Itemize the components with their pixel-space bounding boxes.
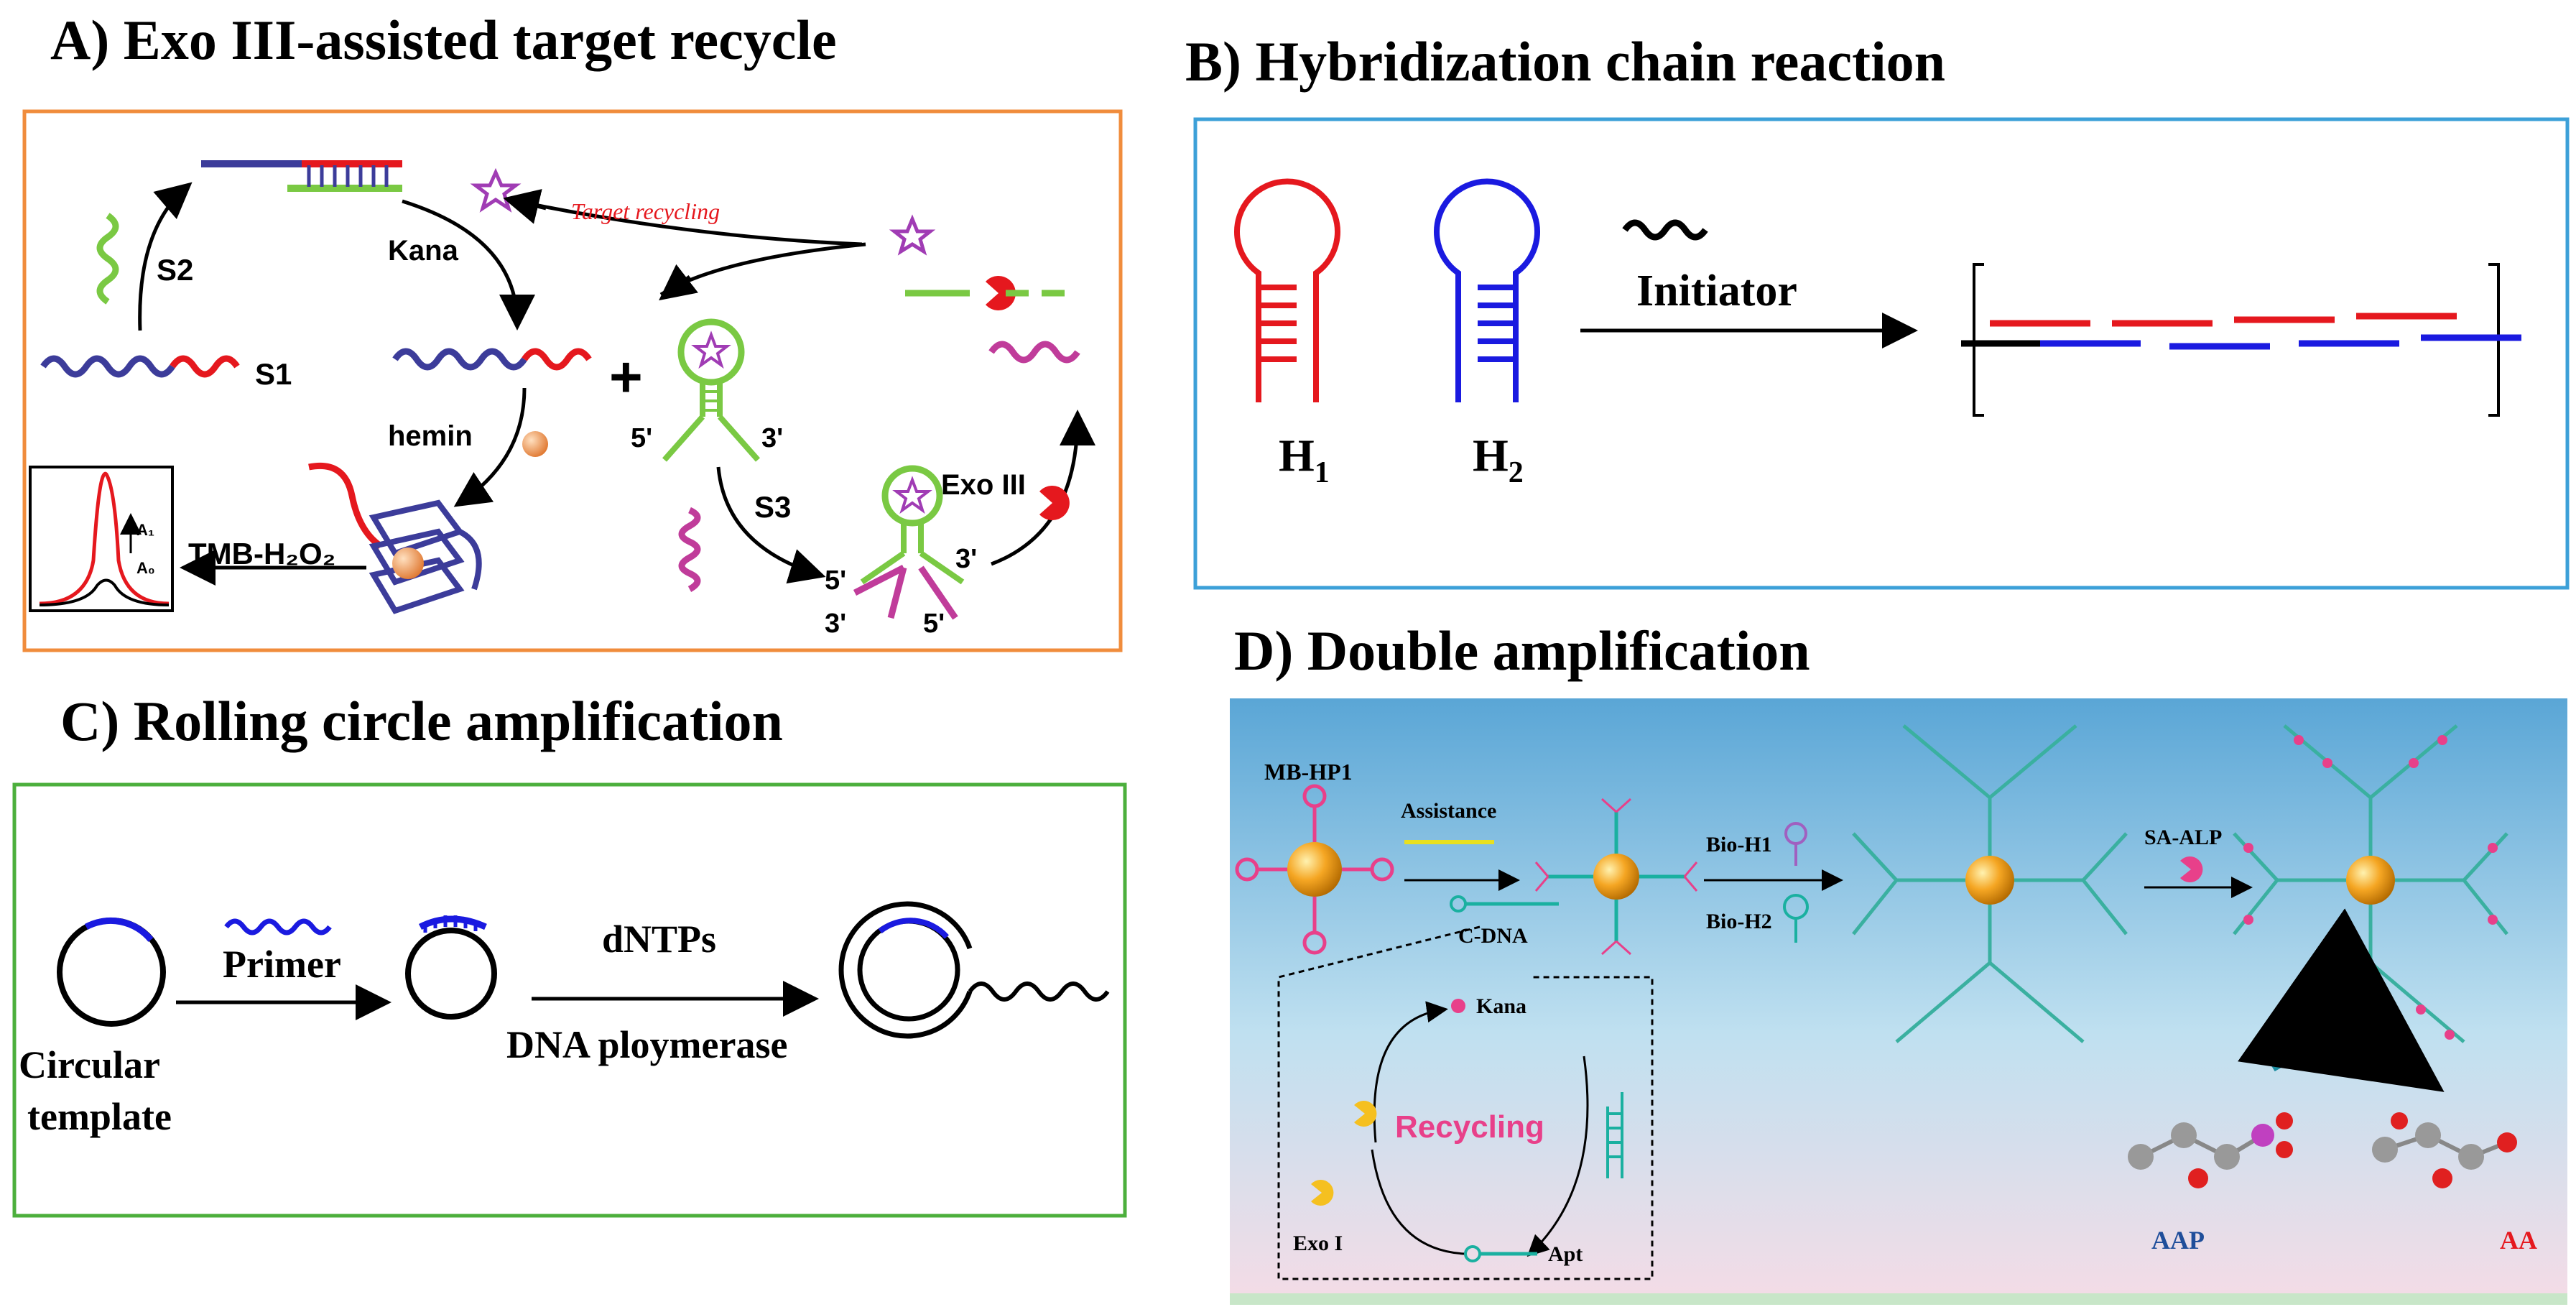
arrow-s1-to-gquad xyxy=(453,387,527,507)
bio-h1-label: Bio-H1 xyxy=(1706,833,1772,856)
panel-d-title: D) Double amplification xyxy=(1234,619,1810,682)
s1-label: S1 xyxy=(255,357,292,391)
exo1-icon-top xyxy=(1354,1101,1377,1127)
arrow-duplex-to-s1 xyxy=(402,199,535,331)
y-3-bottom-label: 3' xyxy=(825,609,846,639)
aa-molecule-icon xyxy=(2372,1112,2517,1188)
panel-b-title: B) Hybridization chain reaction xyxy=(1185,30,1945,93)
duplex-s1-s2 xyxy=(201,160,402,192)
panel-a: A) Exo III-assisted target recycle S1 S2… xyxy=(22,9,1123,652)
exo3-icon xyxy=(1039,486,1070,521)
recycled-kana-star-icon xyxy=(889,214,936,256)
s2-label: S2 xyxy=(157,253,193,287)
arrow-s3 xyxy=(716,466,826,584)
aap-molecule-icon xyxy=(2128,1112,2293,1188)
s3-strand xyxy=(678,507,701,592)
initiator-label: Initiator xyxy=(1636,267,1797,315)
recycling-box xyxy=(1277,925,1654,1280)
s3-label: S3 xyxy=(754,490,791,524)
s1-strand xyxy=(40,355,175,378)
mb-hp1-icon xyxy=(1235,784,1394,955)
target-recycling-label: Target recycling xyxy=(571,198,720,224)
s2-strand xyxy=(96,213,119,305)
bio-h2-label: Bio-H2 xyxy=(1706,910,1772,933)
conversion-arrow-icon xyxy=(2238,908,2445,1092)
assistance-label: Assistance xyxy=(1401,799,1496,823)
hemin-ball-icon xyxy=(522,431,548,457)
panel-c-title: C) Rolling circle amplification xyxy=(60,690,783,752)
hairpin-3-label: 3' xyxy=(761,423,783,453)
dntps-label: dNTPs xyxy=(602,918,716,961)
hcr-dendrimer-1-icon xyxy=(1852,724,2128,1043)
exo3-label: Exo III xyxy=(941,469,1026,501)
aap-label: AAP xyxy=(2151,1226,2205,1255)
h2-label: H2 xyxy=(1473,430,1524,489)
tmb-label: TMB-H₂O₂ xyxy=(188,537,335,570)
mb-hp1-label: MB-HP1 xyxy=(1264,759,1353,785)
primer-strand xyxy=(224,918,332,936)
hairpin-5-label: 5' xyxy=(631,423,652,453)
kana-d-label: Kana xyxy=(1476,994,1526,1018)
s3-released-strand xyxy=(988,341,1080,364)
circular-label: Circular xyxy=(19,1043,160,1086)
apt-label: Apt xyxy=(1548,1242,1583,1266)
panel-b-frame xyxy=(1193,117,2570,590)
y-junction-icon xyxy=(853,465,965,620)
primed-circle-icon xyxy=(405,915,497,1020)
hairpin-h2-icon xyxy=(1434,178,1540,402)
a1-label: A₁ xyxy=(136,521,154,539)
primer-label: Primer xyxy=(223,943,341,986)
exo3-top-icon xyxy=(986,275,1016,310)
initiator-strand xyxy=(1622,219,1708,241)
kana-target-icon xyxy=(1451,999,1465,1013)
exo1-label: Exo I xyxy=(1293,1232,1343,1255)
c-dna-label: C-DNA xyxy=(1458,924,1528,948)
y-3-right-label: 3' xyxy=(955,544,977,574)
g-quadruplex-icon xyxy=(308,462,482,614)
panel-d: D) Double amplification MB-HP1 Assistanc… xyxy=(1230,619,2567,1305)
hairpin-probe-icon xyxy=(662,318,760,462)
aptamer-duplex-icon xyxy=(1606,1092,1623,1178)
a0-label: A₀ xyxy=(136,559,155,577)
panel-a-frame xyxy=(22,109,1123,652)
absorbance-inset: A₁ A₀ xyxy=(29,466,174,612)
hemin-label: hemin xyxy=(388,420,473,452)
plus-sign: + xyxy=(609,345,643,409)
arrow-s1-to-duplex xyxy=(138,182,193,331)
kana-label: Kana xyxy=(388,235,459,267)
panel-c: C) Rolling circle amplification Circular… xyxy=(12,690,1127,1218)
sa-alp-icon xyxy=(2180,856,2203,883)
exo1-icon xyxy=(1311,1180,1334,1206)
sa-alp-label: SA-ALP xyxy=(2144,826,2222,849)
s1-free-strand xyxy=(392,348,527,371)
y-5-bottom-label: 5' xyxy=(923,609,945,639)
y-5-left-label: 5' xyxy=(825,565,846,596)
hcr-product xyxy=(1961,263,2521,417)
polymerase-label: DNA ploymerase xyxy=(506,1023,787,1066)
panel-a-title: A) Exo III-assisted target recycle xyxy=(50,9,837,71)
h1-label: H1 xyxy=(1279,430,1330,489)
assembled-probe-icon xyxy=(1534,798,1698,956)
hairpin-h1-icon xyxy=(1234,178,1340,402)
panel-b: B) Hybridization chain reaction H1 H2 In… xyxy=(1185,30,2570,590)
aa-label: AA xyxy=(2500,1226,2537,1255)
rca-product-icon xyxy=(838,901,1110,1039)
recycling-label: Recycling xyxy=(1395,1109,1544,1145)
panel-c-frame xyxy=(12,782,1127,1218)
panel-d-background xyxy=(1230,698,2567,1305)
kana-star-icon xyxy=(470,167,522,213)
template-label: template xyxy=(27,1095,172,1138)
